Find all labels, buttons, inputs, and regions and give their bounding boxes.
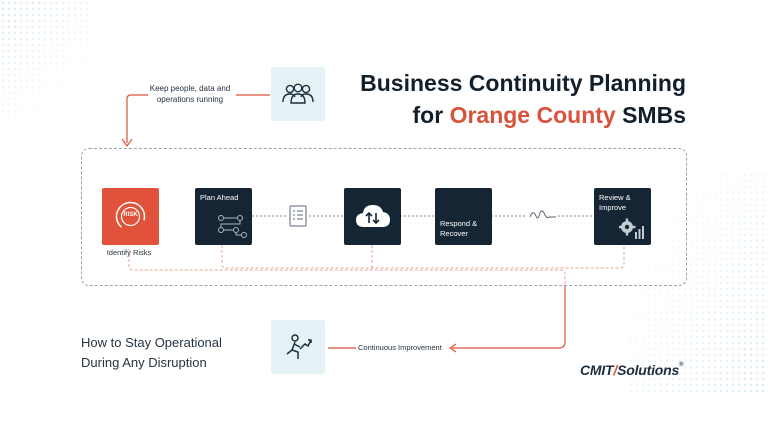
loop-label: Continuous Improvement bbox=[358, 343, 442, 352]
feedback-inner bbox=[221, 245, 625, 269]
step-label-plan-ahead: Plan Ahead bbox=[200, 193, 239, 202]
title-accent: Orange County bbox=[449, 102, 616, 128]
flow-nodes-icon bbox=[218, 215, 247, 238]
cmit-logo: CMIT/Solutions® bbox=[580, 362, 684, 378]
loop-line bbox=[452, 285, 566, 349]
title-prefix: for bbox=[412, 102, 450, 128]
subtitle: How to Stay Operational During Any Disru… bbox=[81, 335, 222, 370]
risk-badge: RISK bbox=[123, 212, 138, 218]
logo-part1: CMIT bbox=[580, 362, 614, 378]
title-suffix: SMBs bbox=[615, 102, 686, 128]
step-label-identify-risks: Identify Risks bbox=[106, 248, 152, 257]
process-frame bbox=[81, 148, 687, 286]
decorative-dots-bottom-right bbox=[628, 172, 768, 392]
people-icon bbox=[271, 67, 325, 121]
risk-gauge-icon bbox=[115, 201, 146, 232]
step-plan-ahead: Plan Ahead bbox=[195, 188, 252, 245]
signal-wave-icon bbox=[529, 210, 556, 219]
step-label-respond-recover: Respond & Recover bbox=[440, 219, 478, 238]
cloud-sync-icon bbox=[356, 205, 390, 227]
step-cloud-sync bbox=[344, 188, 401, 245]
top-note: Keep people, data and operations running bbox=[149, 84, 231, 104]
feedback-outer bbox=[128, 249, 566, 285]
loop-arrowhead bbox=[448, 343, 457, 353]
page-title: Business Continuity Planning for Orange … bbox=[360, 67, 686, 131]
title-line-2: for Orange County SMBs bbox=[360, 99, 686, 131]
connector-top-left bbox=[126, 94, 148, 143]
logo-part2: Solutions bbox=[617, 362, 680, 378]
step-identify-risks: RISK bbox=[102, 188, 159, 245]
gears-icon bbox=[619, 218, 644, 239]
title-line-1: Business Continuity Planning bbox=[360, 70, 686, 96]
step-label-review-improve: Review & Improve bbox=[599, 193, 631, 212]
arrowhead-down bbox=[121, 138, 133, 148]
decorative-dots-top-left bbox=[0, 0, 90, 120]
checklist-icon bbox=[289, 205, 307, 227]
step-review-improve: Review & Improve bbox=[594, 188, 651, 245]
logo-mark: ® bbox=[679, 362, 684, 368]
growth-person-icon bbox=[271, 320, 325, 374]
step-respond-recover: Respond & Recover bbox=[435, 188, 492, 245]
